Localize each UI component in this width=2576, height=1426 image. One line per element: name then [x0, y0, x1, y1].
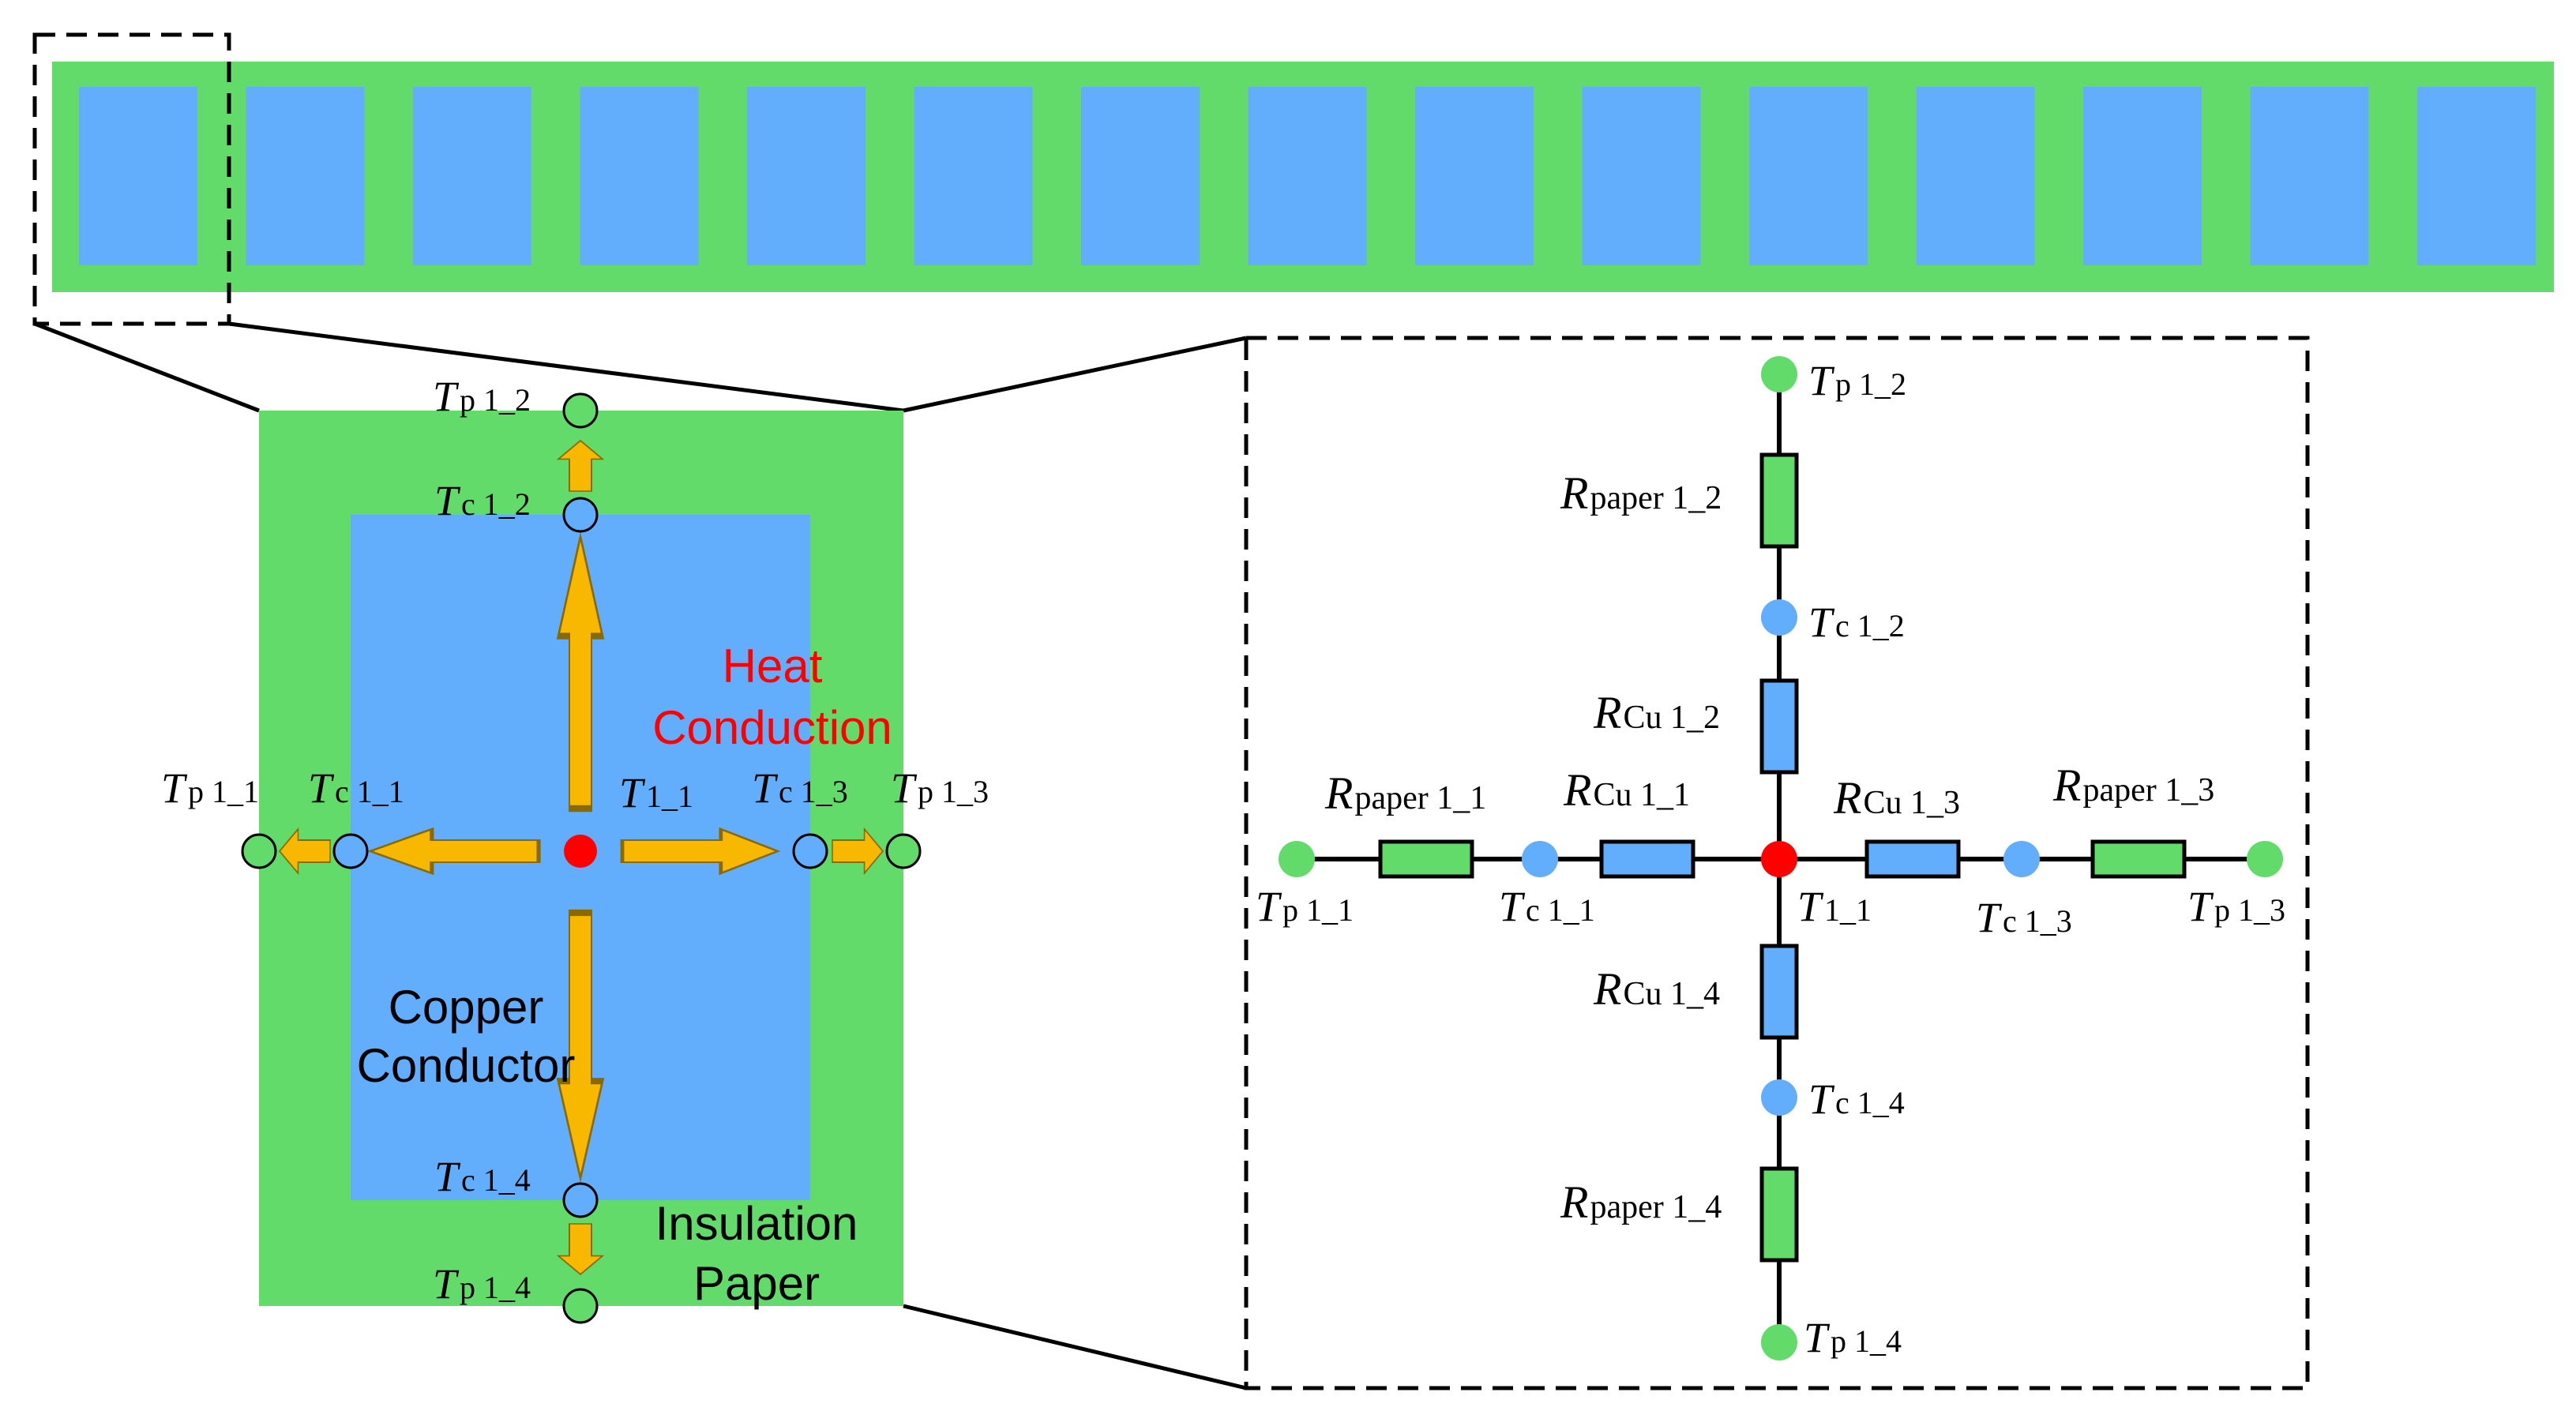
circuit-label-rpaper12: Rpaper 1_2 — [1560, 467, 1722, 519]
strip-conductor — [2417, 87, 2536, 265]
circuit-label-rcu12: RCu 1_2 — [1593, 687, 1720, 738]
circuit-label-rcu13: RCu 1_3 — [1833, 772, 1960, 824]
strip-conductor — [1415, 87, 1534, 265]
strip-conductor — [246, 87, 365, 265]
copper-conductor-label-line2: Conductor — [357, 1039, 576, 1092]
circuit-label-rpaper13: Rpaper 1_3 — [2052, 760, 2214, 811]
strip-conductor — [914, 87, 1033, 265]
strip-conductor — [1916, 87, 2035, 265]
circuit-box — [1244, 336, 2310, 1390]
node-tc13 — [792, 833, 828, 869]
resistor-rpaper14 — [1759, 1166, 1799, 1263]
circuit-node-tp11 — [1279, 841, 1315, 877]
strip-conductor — [747, 87, 866, 265]
circuit-node-tc14 — [1761, 1079, 1797, 1116]
resistor-rcu13 — [1864, 839, 1961, 879]
circuit-label-rcu14: RCu 1_4 — [1593, 963, 1720, 1015]
node-tp12 — [562, 392, 599, 429]
node-tc14 — [562, 1182, 599, 1218]
strip-conductor — [2250, 87, 2369, 265]
resistor-rcu12 — [1759, 678, 1799, 775]
circuit-node-tp12 — [1761, 356, 1797, 392]
resistor-rpaper11 — [1378, 839, 1474, 879]
circuit-label-rcu11: RCu 1_1 — [1563, 764, 1690, 816]
circuit-node-tp14 — [1761, 1324, 1797, 1360]
node-tc11 — [332, 833, 369, 869]
circuit-node-tc12 — [1761, 599, 1797, 636]
strip-conductor — [79, 87, 197, 265]
strip-conductors — [79, 87, 2536, 265]
node-tp14 — [562, 1288, 599, 1324]
node-tp11 — [241, 833, 277, 869]
node-tp13 — [885, 833, 922, 869]
zoom-line-left — [34, 321, 260, 413]
insulation-paper-label-line2: Paper — [693, 1257, 820, 1310]
strip-conductor — [1582, 87, 1701, 265]
resistor-rcu11 — [1599, 839, 1695, 879]
strip-conductor — [1081, 87, 1200, 265]
circuit-node-tc13 — [2003, 841, 2040, 877]
resistor-rpaper12 — [1759, 452, 1799, 549]
heat-conduction-label-line1: Heat — [723, 640, 823, 692]
strip-conductor — [1248, 87, 1367, 265]
circuit-node-tp13 — [2247, 841, 2283, 877]
node-t11 — [564, 835, 597, 868]
resistor-rcu14 — [1759, 944, 1799, 1040]
copper-conductor-label-line1: Copper — [389, 981, 544, 1034]
insulation-paper-label-line1: Insulation — [655, 1197, 858, 1250]
circuit-label-rpaper14: Rpaper 1_4 — [1560, 1176, 1722, 1228]
resistor-rpaper13 — [2090, 839, 2187, 879]
strip-conductor — [1749, 87, 1868, 265]
strip-conductor — [580, 87, 699, 265]
zoom-box-source — [32, 32, 231, 326]
zoom-line-circuit-top — [903, 336, 1247, 413]
zoom-line-circuit-bottom — [903, 1304, 1247, 1390]
zoom-line-right — [228, 321, 904, 413]
circuit-node-t11 — [1761, 841, 1797, 877]
node-tc12 — [562, 497, 599, 533]
winding-strip — [52, 62, 2554, 292]
strip-conductor — [413, 87, 531, 265]
circuit-label-rpaper11: Rpaper 1_1 — [1324, 767, 1486, 819]
strip-conductor — [2083, 87, 2202, 265]
circuit-node-tc11 — [1522, 841, 1558, 877]
heat-conduction-label-line2: Conduction — [652, 701, 892, 754]
